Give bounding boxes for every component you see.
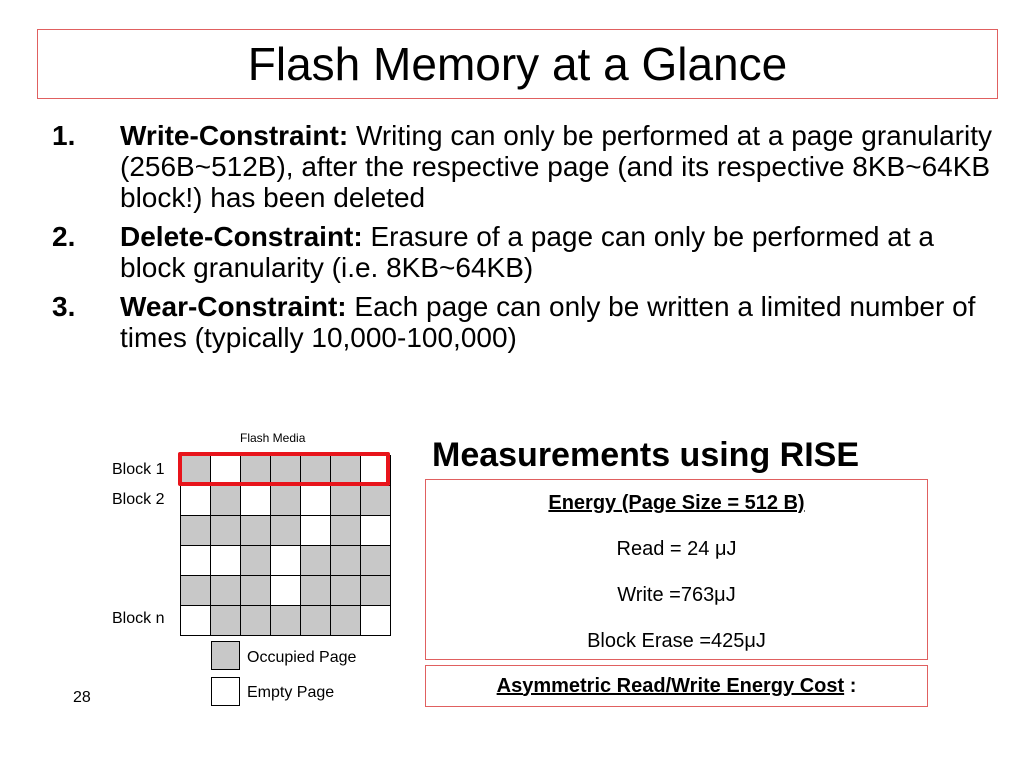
conclusion-text: Asymmetric Read/Write Energy Cost	[496, 674, 845, 697]
energy-header: Energy (Page Size = 512 B)	[548, 492, 805, 514]
occupied-page	[241, 546, 271, 576]
occupied-page	[181, 516, 211, 546]
empty-page	[271, 546, 301, 576]
empty-page	[181, 486, 211, 516]
item-number: 2.	[52, 221, 76, 252]
block-label-2: Block 2	[112, 491, 165, 508]
empty-legend-swatch	[211, 677, 240, 706]
occupied-page	[301, 576, 331, 606]
item-label: Delete-Constraint:	[120, 221, 363, 252]
item-text-wrap: Wear-Constraint: Each page can only be w…	[120, 291, 1002, 353]
occupied-page	[331, 486, 361, 516]
item-text: Erasure of a page can only be performed …	[120, 221, 934, 283]
empty-page	[181, 546, 211, 576]
item-number: 3.	[52, 291, 76, 322]
flash-page-grid	[180, 455, 391, 636]
empty-legend-label: Empty Page	[247, 684, 335, 701]
conclusion-suffix: :	[844, 674, 857, 697]
occupied-page	[301, 546, 331, 576]
occupied-page	[331, 546, 361, 576]
occupied-page	[211, 486, 241, 516]
measurements-title: Measurements using RISE	[432, 436, 860, 474]
occupied-page	[271, 606, 301, 636]
slide-title: Flash Memory at a Glance	[247, 38, 788, 90]
block-1-highlight	[178, 452, 390, 486]
empty-page	[181, 606, 211, 636]
erase-energy: Block Erase =425μJ	[587, 630, 766, 652]
constraint-list: 1. Write-Constraint: Writing can only be…	[52, 120, 1002, 361]
occupied-page	[361, 546, 391, 576]
occupied-legend-swatch	[211, 641, 240, 670]
occupied-page	[331, 606, 361, 636]
page-number: 28	[73, 689, 91, 706]
block-label-n: Block n	[112, 610, 165, 627]
item-text-wrap: Write-Constraint: Writing can only be pe…	[120, 120, 1002, 213]
empty-page	[241, 486, 271, 516]
occupied-page	[301, 606, 331, 636]
occupied-page	[361, 486, 391, 516]
title-box: Flash Memory at a Glance	[37, 29, 998, 99]
occupied-page	[331, 576, 361, 606]
item-label: Write-Constraint:	[120, 120, 349, 151]
empty-page	[361, 606, 391, 636]
occupied-page	[271, 486, 301, 516]
occupied-page	[241, 606, 271, 636]
item-text-wrap: Delete-Constraint: Erasure of a page can…	[120, 221, 1002, 283]
occupied-page	[301, 456, 331, 486]
occupied-page	[271, 516, 301, 546]
item-text: Writing can only be performed at a page …	[120, 120, 992, 213]
flash-media-label: Flash Media	[240, 431, 306, 445]
empty-page	[301, 516, 331, 546]
item-label: Wear-Constraint:	[120, 291, 347, 322]
read-energy: Read = 24 μJ	[616, 538, 737, 560]
empty-page	[271, 576, 301, 606]
empty-page	[361, 516, 391, 546]
list-item: 1. Write-Constraint: Writing can only be…	[52, 120, 1002, 213]
item-number: 1.	[52, 120, 76, 151]
write-energy: Write =763μJ	[617, 584, 736, 606]
list-item: 2. Delete-Constraint: Erasure of a page …	[52, 221, 1002, 283]
list-item: 3. Wear-Constraint: Each page can only b…	[52, 291, 1002, 353]
occupied-page	[241, 516, 271, 546]
energy-box: Energy (Page Size = 512 B) Read = 24 μJ …	[425, 479, 928, 660]
conclusion-box: Asymmetric Read/Write Energy Cost :	[425, 665, 928, 707]
occupied-page	[241, 576, 271, 606]
empty-page	[211, 546, 241, 576]
item-text: Each page can only be written a limited …	[120, 291, 976, 353]
occupied-legend-label: Occupied Page	[247, 649, 357, 666]
block-label-1: Block 1	[112, 461, 165, 478]
occupied-page	[181, 576, 211, 606]
occupied-page	[211, 576, 241, 606]
occupied-page	[211, 606, 241, 636]
occupied-page	[331, 516, 361, 546]
occupied-page	[361, 576, 391, 606]
empty-page	[301, 486, 331, 516]
occupied-page	[211, 516, 241, 546]
